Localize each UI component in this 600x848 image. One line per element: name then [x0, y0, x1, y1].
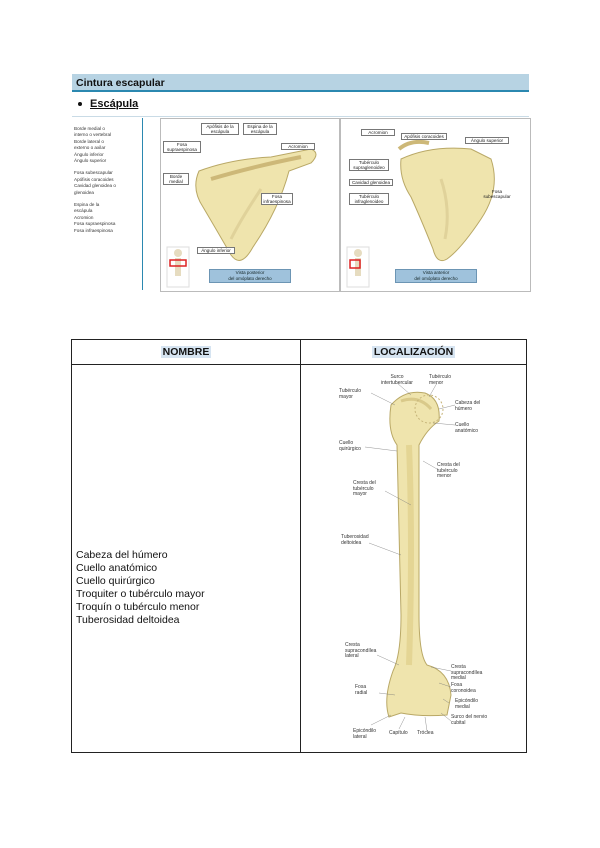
label-borde-medial: Borde medial: [163, 173, 189, 185]
label-epicondilo-medial: Epicóndilo medial: [455, 699, 485, 710]
scapula-posterior-panel: Apófisis de la escápula Espina de la esc…: [160, 118, 340, 292]
table-header-row: NOMBRE LOCALIZACIÓN: [72, 340, 527, 365]
label-cabeza: Cabeza del húmero: [455, 401, 485, 412]
label-epicondilo-lateral: Epicóndilo lateral: [353, 729, 383, 740]
slide-bullet: Escápula: [78, 98, 138, 110]
label-tuberculo-mayor: Tubérculo mayor: [339, 389, 369, 400]
label-tuberculo-supra: Tubérculo supraglenoideo: [349, 159, 389, 171]
label-acromion: Acromion: [281, 143, 315, 150]
location-cell: Surco intertubercular Tubérculo menor Tu…: [301, 365, 527, 753]
bullet-dot-icon: [78, 102, 82, 106]
label-surco: Surco intertubercular: [377, 375, 417, 386]
right-caption: Vista anterior del omóplato derecho: [395, 269, 477, 283]
list-item: Cabeza del húmero: [76, 549, 205, 562]
list-item: Tuberosidad deltoidea: [76, 614, 205, 627]
humerus-illustration: [301, 365, 527, 752]
list-item: Troquiter o tubérculo mayor: [76, 588, 205, 601]
label-cresta-supra-lat: Cresta supracondílea lateral: [345, 643, 381, 660]
label-cuello-quirurgico: Cuello quirúrgico: [339, 441, 369, 452]
label-fosa-infra: Fosa infraespinosa: [261, 193, 293, 205]
slide-title: Cintura escapular: [72, 74, 529, 92]
label-apofisis-coracoides: Apófisis coracoides: [401, 133, 447, 140]
slide-vertical-rule: [142, 118, 143, 290]
table-row: Cabeza del húmero Cuello anatómico Cuell…: [72, 365, 527, 753]
right-caption-line: del omóplato derecho: [396, 276, 476, 282]
label-angulo-inferior: Ángulo inferior: [197, 247, 235, 254]
label-fosa-supra: Fosa supraespinosa: [163, 141, 201, 153]
label-acromion-anterior: Acromion: [361, 129, 395, 136]
label-fosa-radial: Fosa radial: [355, 685, 379, 696]
label-fosa-subescapular: Fosa subescapular: [479, 189, 515, 199]
left-caption: Vista posterior del omóplato derecho: [209, 269, 291, 283]
label-tuberosidad: Tuberosidad deltoidea: [341, 535, 375, 546]
label-surco-nervio: Surco del nervio cubital: [451, 715, 491, 726]
label-cavidad-glenoidea: Cavidad glenoidea: [349, 179, 393, 186]
slide-bullet-text: Escápula: [90, 98, 138, 110]
label-coracoides: Apófisis de la escápula: [201, 123, 239, 135]
list-item: Troquín o tubérculo menor: [76, 601, 205, 614]
list-item: Cuello anatómico: [76, 562, 205, 575]
label-tuberculo-infra: Tubérculo infraglenoideo: [349, 193, 389, 205]
slide-notes: Borde medial o interno o vertebral Borde…: [74, 126, 140, 234]
left-caption-line: del omóplato derecho: [210, 276, 290, 282]
scapula-anterior-panel: Acromion Apófisis coracoides Ángulo supe…: [340, 118, 531, 292]
label-trocle: Tróclea: [417, 731, 441, 737]
label-cresta-supra-med: Cresta supracondílea medial: [451, 665, 491, 682]
list-item: Cuello quirúrgico: [76, 575, 205, 588]
scapula-slide: Cintura escapular Escápula Borde medial …: [72, 74, 529, 290]
label-espina: Espina de la escápula: [243, 123, 277, 135]
header-nombre-text: NOMBRE: [161, 346, 212, 358]
label-tuberculo-menor: Tubérculo menor: [429, 375, 459, 386]
label-cresta-menor: Cresta del tubérculo menor: [437, 463, 473, 480]
bones-table: NOMBRE LOCALIZACIÓN Cabeza del húmero Cu…: [71, 339, 527, 753]
note-line: Fosa infraespinosa: [74, 228, 140, 234]
label-cuello-anatomico: Cuello anatómico: [455, 423, 485, 434]
header-localizacion: LOCALIZACIÓN: [301, 340, 527, 365]
slide-divider: [72, 116, 529, 117]
label-cresta-mayor: Cresta del tubérculo mayor: [353, 481, 387, 498]
names-cell: Cabeza del húmero Cuello anatómico Cuell…: [72, 365, 301, 753]
header-localizacion-text: LOCALIZACIÓN: [372, 346, 455, 358]
label-angulo-superior: Ángulo superior: [465, 137, 509, 144]
header-nombre: NOMBRE: [72, 340, 301, 365]
names-list: Cabeza del húmero Cuello anatómico Cuell…: [76, 549, 205, 627]
label-capitulo: Capítulo: [389, 731, 413, 737]
label-fosa-coronoidea: Fosa coronoidea: [451, 683, 487, 694]
